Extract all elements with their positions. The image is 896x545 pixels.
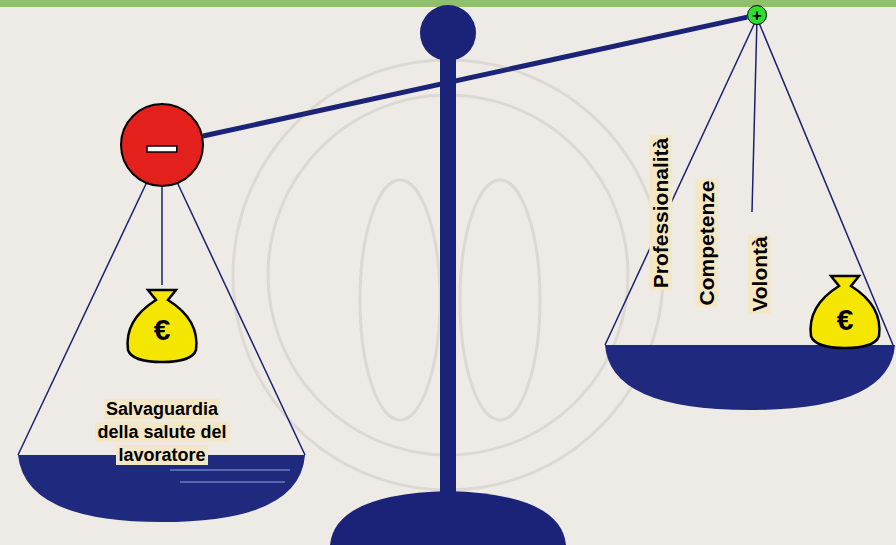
vertical-text: Volontà (748, 234, 771, 313)
money-bag (811, 276, 880, 348)
scale-pole (440, 50, 456, 500)
minus-circle: – (120, 103, 204, 187)
sign-text: – (145, 115, 178, 175)
pan-text: Salvaguardia della salute del lavoratore (95, 399, 228, 465)
right-pan (605, 345, 895, 410)
vertical-text: Professionalità (649, 136, 672, 291)
vertical-text: Competenze (695, 179, 719, 308)
left-pan (18, 455, 305, 522)
plus-circle: + (747, 5, 767, 25)
vertical-text: Competenze (695, 179, 718, 308)
vertical-text: Volontà (748, 234, 772, 313)
euro-sign: € (837, 303, 854, 337)
euro-sign: € (154, 313, 171, 347)
euro-sign: € (837, 303, 854, 336)
sign-text: + (752, 7, 762, 24)
pan-text: Salvaguardia della salute del lavoratore (92, 398, 232, 467)
euro-sign: € (154, 313, 171, 346)
vertical-text: Professionalità (649, 136, 673, 291)
money-bag (128, 290, 197, 362)
scale-base (330, 491, 566, 545)
pivot (420, 5, 476, 61)
